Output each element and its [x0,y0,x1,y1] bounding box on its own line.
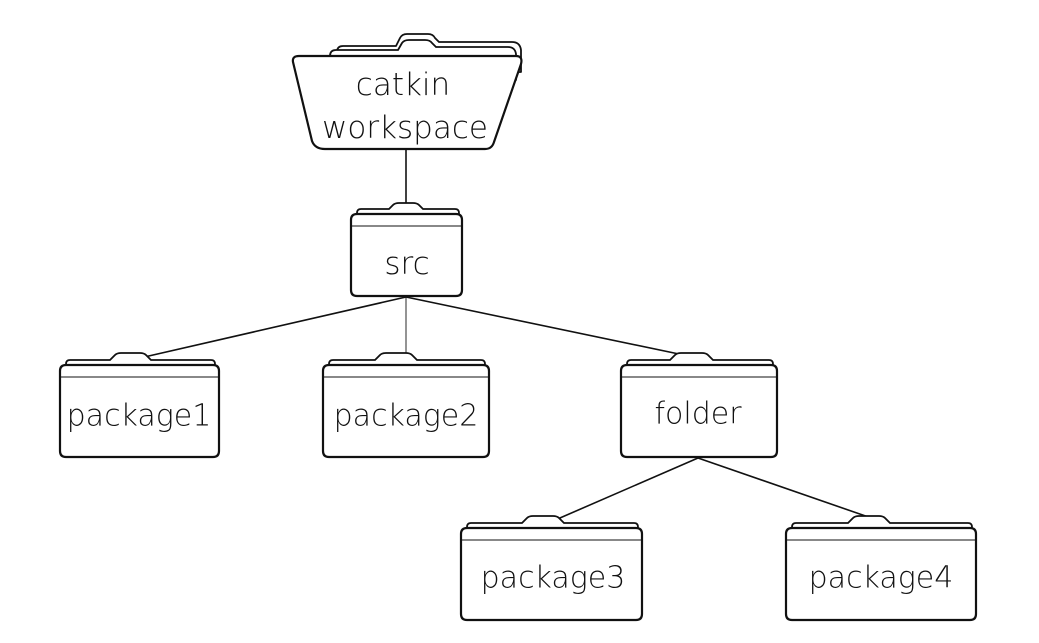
src-label: src [384,246,429,282]
node-package3[interactable]: package3 [459,515,644,622]
node-package2[interactable]: package2 [321,352,491,459]
root-label-line2: workspace [322,110,488,146]
edge-folder-package4 [697,457,881,522]
node-src[interactable]: src [349,202,464,298]
package2-label: package2 [334,399,479,434]
package3-label: package3 [481,561,626,596]
package4-label: package4 [809,561,954,596]
folder-icon [321,352,491,459]
node-catkin-workspace[interactable]: catkin workspace [291,33,523,151]
folder-icon [58,352,221,459]
package1-label: package1 [67,399,212,434]
folder-icon [784,515,978,622]
folder-icon [619,352,779,459]
tree-edges [139,150,881,522]
folder-label: folder [654,397,742,432]
root-label-line1: catkin [356,67,450,103]
edge-src-folder [405,296,699,359]
edge-src-package1 [139,296,407,359]
folder-icon [349,202,464,298]
node-package1[interactable]: package1 [58,352,221,459]
folder-open-icon [291,33,523,151]
folder-icon [459,515,644,622]
node-folder[interactable]: folder [619,352,779,459]
edge-folder-package3 [552,457,699,522]
node-package4[interactable]: package4 [784,515,978,622]
